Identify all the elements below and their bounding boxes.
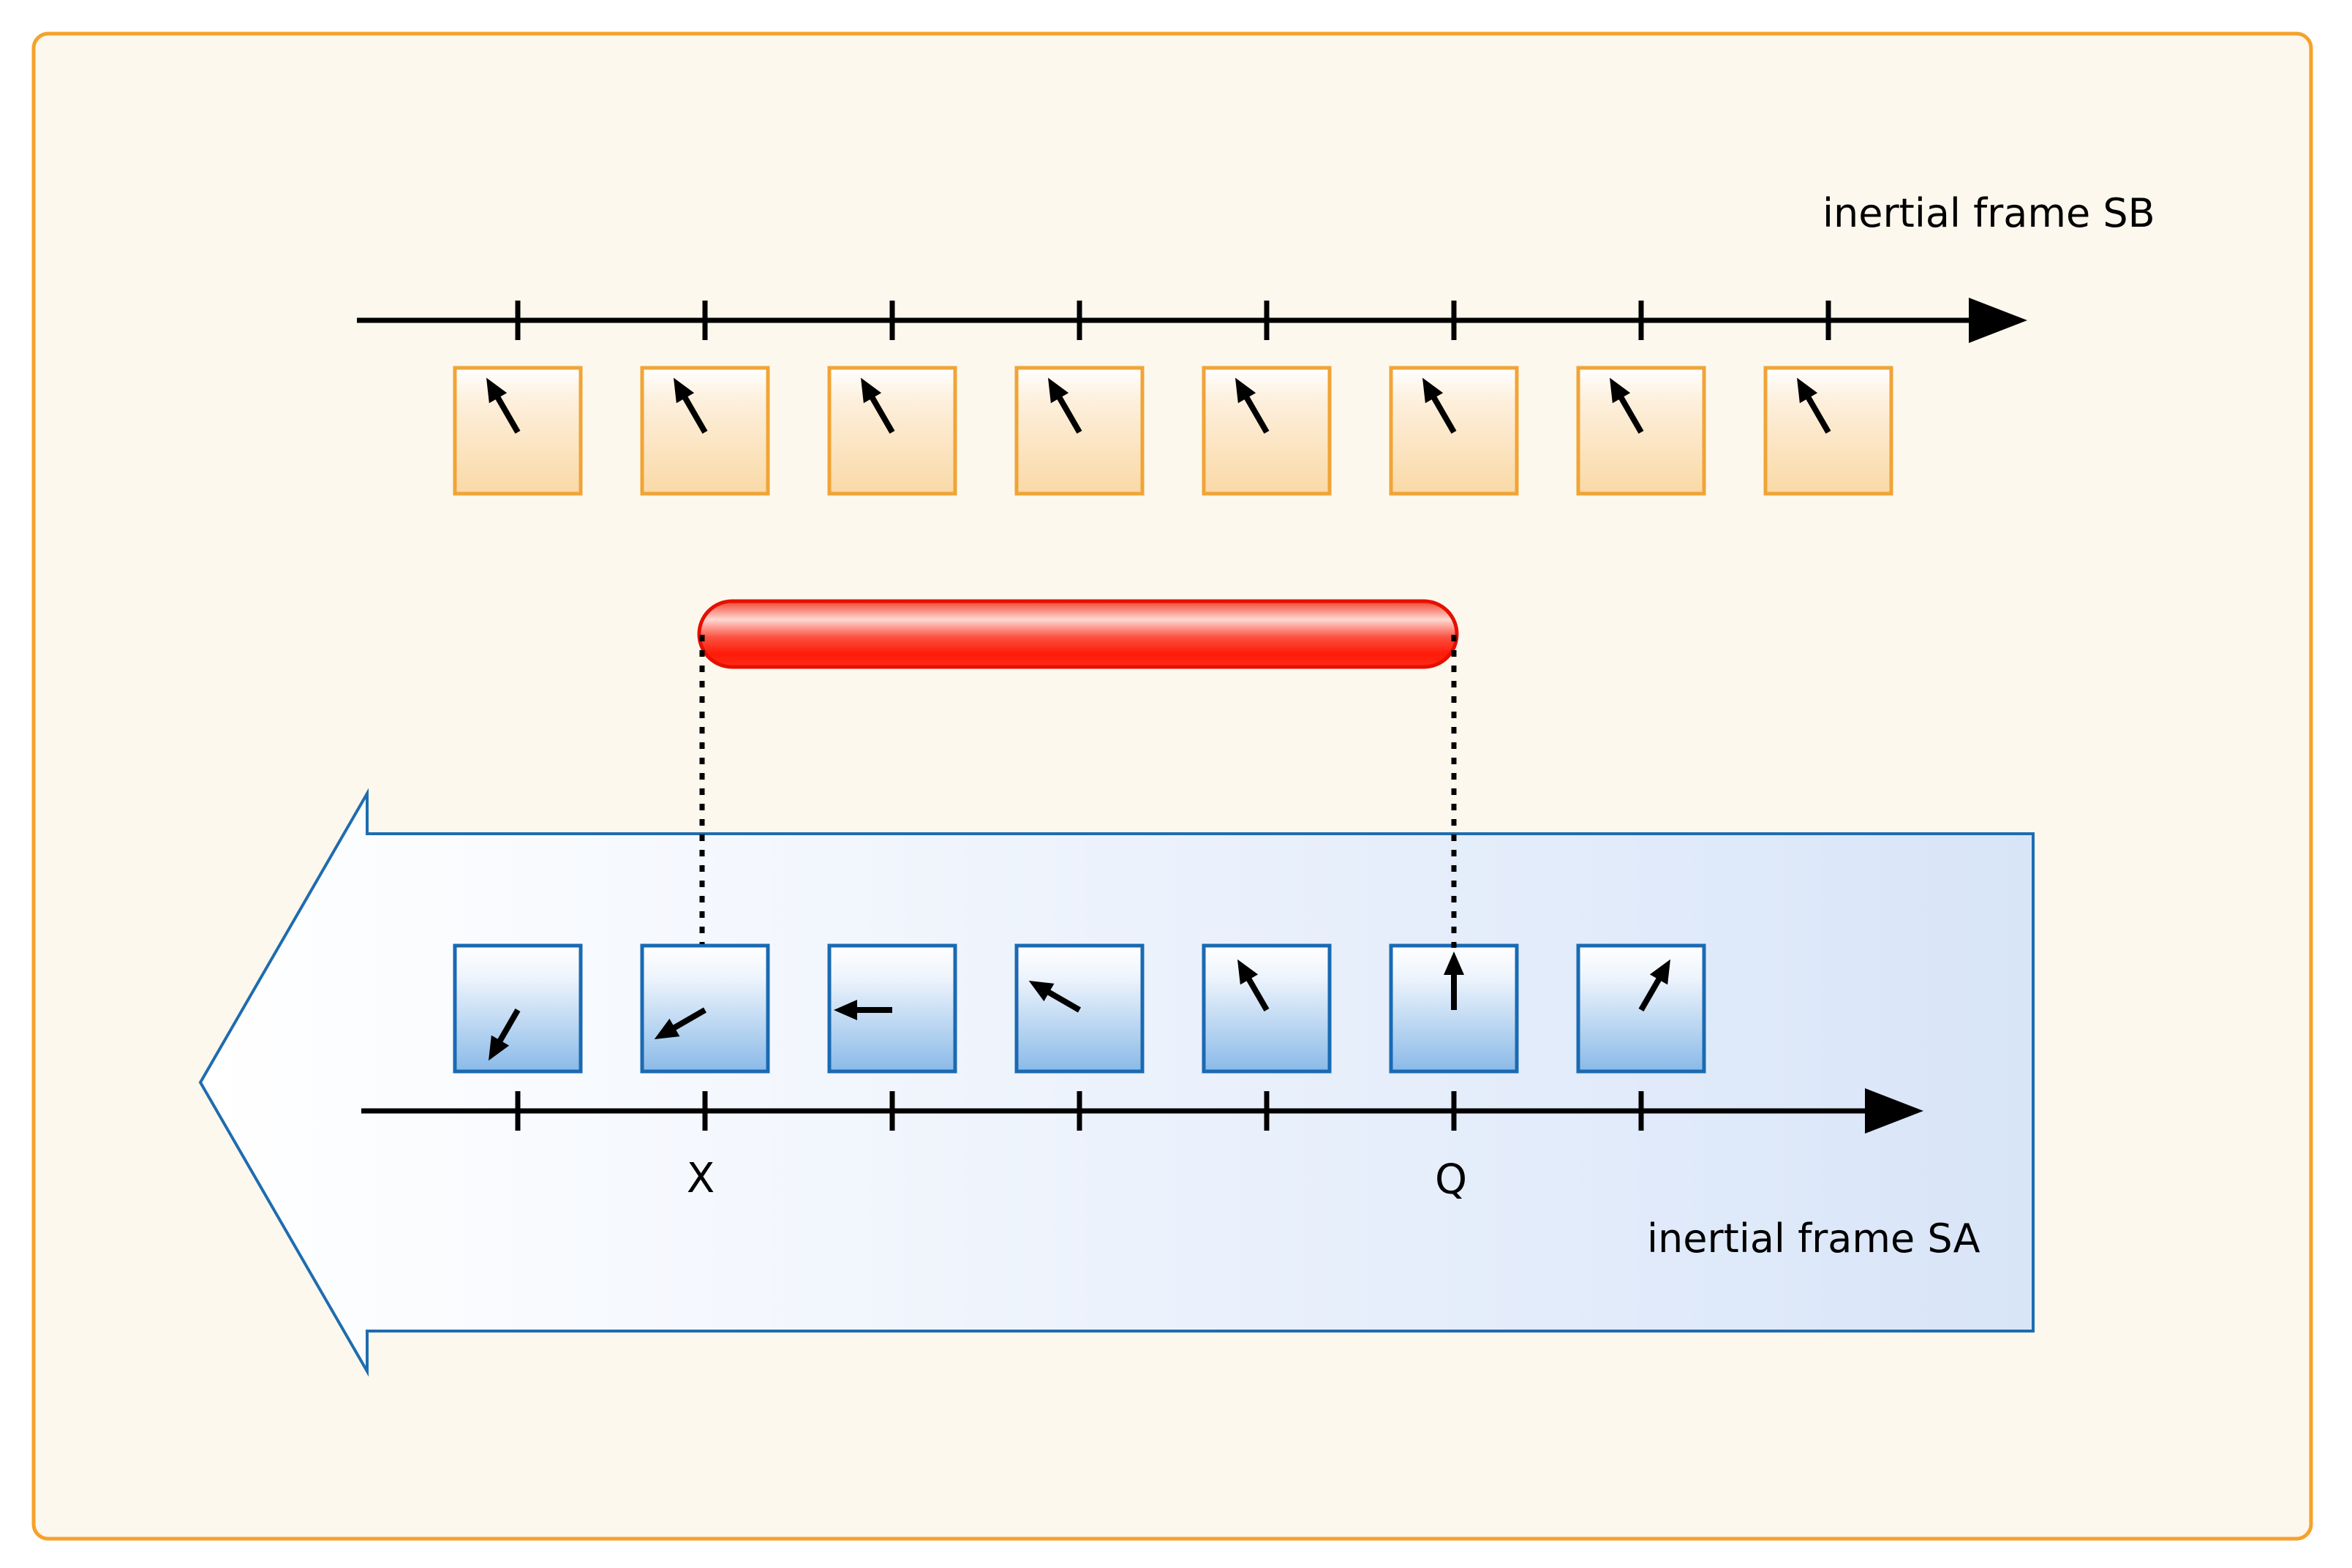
sa-clock-face (453, 943, 583, 1074)
sa-clock-hand-arrow-icon (1444, 951, 1464, 975)
frame-sb-label: inertial frame SB (1823, 190, 2155, 236)
sb-clock (1202, 366, 1332, 496)
sb-clock-hand-arrow-icon (1048, 377, 1069, 404)
sb-clock-hand-arrow-icon (1422, 377, 1444, 404)
sb-clock (1014, 366, 1145, 496)
sb-clock-hand-arrow-icon (1797, 377, 1818, 404)
sa-clock-hand-arrow-icon (834, 1000, 857, 1020)
sa-axis-arrowhead-icon (1865, 1088, 1923, 1134)
sb-clock-hand-arrow-icon (674, 377, 695, 404)
sb-clock-hand-arrow-icon (861, 377, 882, 404)
position-q-label: Q (1435, 1156, 1467, 1204)
sb-clock-hand-arrow-icon (1610, 377, 1631, 404)
sb-clock-hand-arrow-icon (486, 377, 508, 404)
sa-clock (1202, 943, 1332, 1074)
sa-clock-hand-arrow-icon (1237, 959, 1259, 985)
sb-clock (1763, 366, 1893, 496)
projection-lines (699, 635, 1457, 948)
sa-clock (827, 943, 957, 1074)
sa-clock-hand-arrow-icon (654, 1018, 680, 1039)
sb-axis-arrowhead-icon (1969, 298, 2027, 343)
sb-clock (640, 366, 770, 496)
sb-clock-hand-arrow-icon (1235, 377, 1256, 404)
sa-clock (1389, 943, 1519, 1074)
sa-clock (1576, 943, 1706, 1074)
sa-clock-hand-arrow-icon (1028, 981, 1055, 1002)
sa-clock (453, 943, 583, 1074)
frame-sb-axis (357, 298, 2027, 343)
position-x-label: X (687, 1155, 715, 1202)
frame-sa-axis (361, 1088, 1923, 1134)
sb-clock (453, 366, 583, 496)
frame-sa-label: inertial frame SA (1647, 1215, 1980, 1262)
frame-sa-motion-arrow (198, 788, 2035, 1377)
sb-clock (1389, 366, 1519, 496)
sb-clock (827, 366, 957, 496)
sa-clock (1014, 943, 1145, 1074)
sb-clock (1576, 366, 1706, 496)
sa-clock (640, 943, 770, 1074)
left-pointing-block-arrow-icon (198, 788, 2035, 1377)
frame-sa-clocks (453, 943, 1706, 1074)
red-rod-icon (697, 599, 1459, 669)
frame-sb-clocks (453, 366, 1893, 496)
sa-clock-hand-arrow-icon (489, 1035, 510, 1061)
sa-clock-face (640, 943, 770, 1074)
moving-rod (697, 599, 1459, 669)
sa-clock-hand-arrow-icon (1649, 959, 1670, 985)
